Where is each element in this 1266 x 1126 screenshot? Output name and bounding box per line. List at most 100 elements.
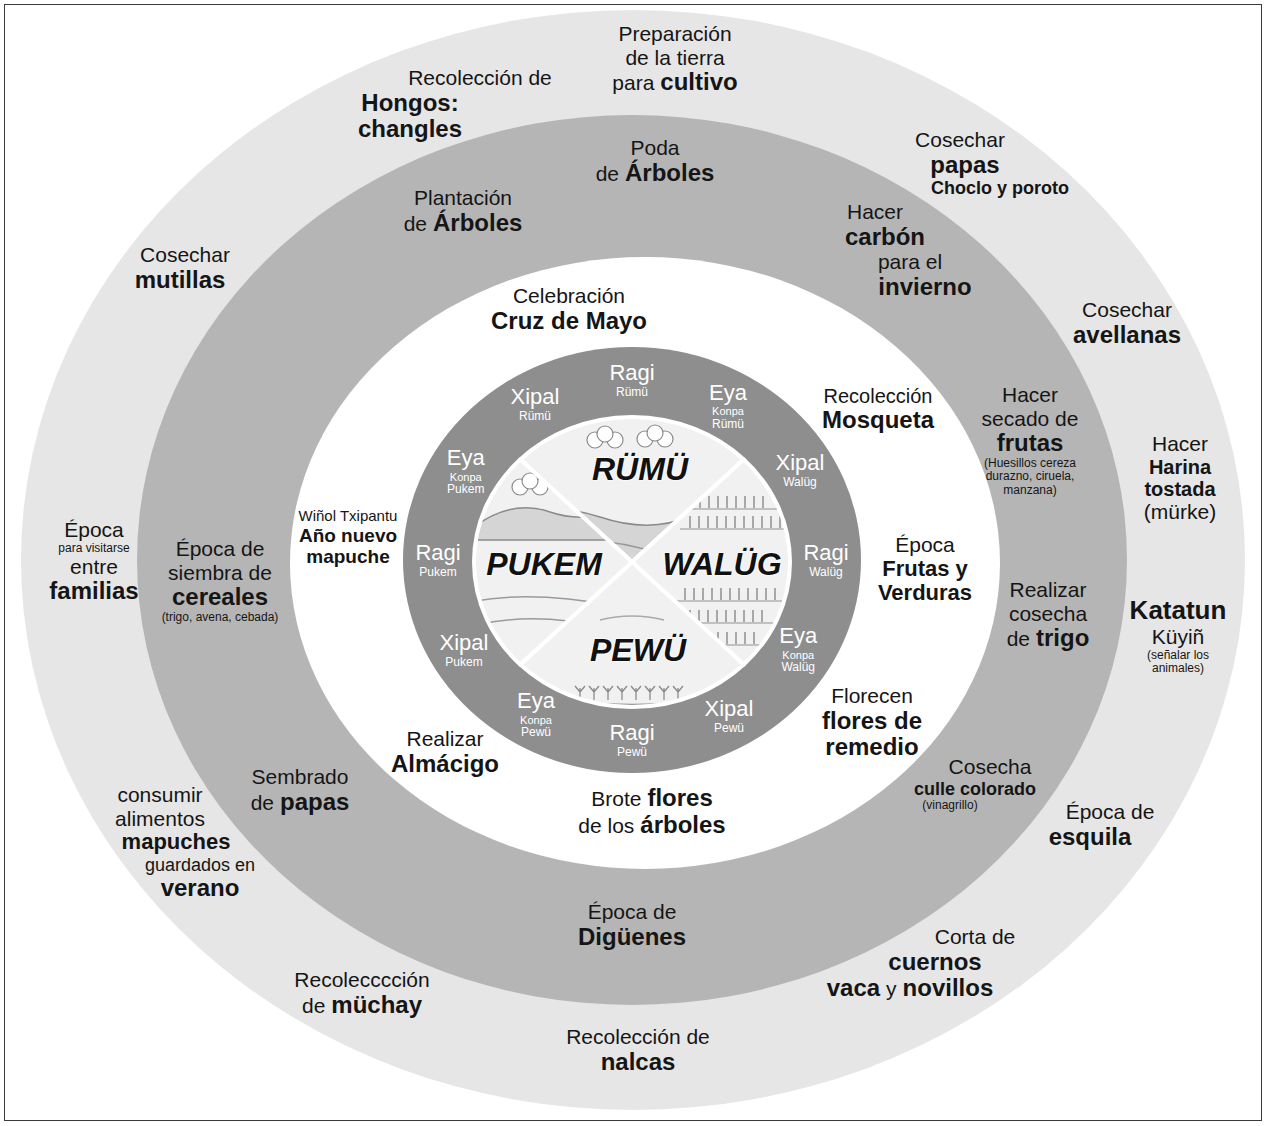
label-row: frutas [997, 430, 1064, 457]
label-row: Xipal [776, 451, 825, 476]
label-row: Walüg [781, 661, 815, 674]
label-row: Eya [517, 689, 555, 714]
activity-label: Harina tostada [1130, 456, 1230, 501]
activity-label: esquila [1049, 824, 1132, 851]
activity-label: para visitarse [58, 542, 129, 555]
label-group: RagiWalüg [803, 541, 848, 579]
activity-label: familias [49, 578, 138, 605]
activity-label: Cosechar [915, 128, 1005, 152]
label-group: Cosechaculle colorado(vinagrillo) [914, 755, 1036, 812]
month-label: Pewü [521, 726, 551, 739]
activity-label: Árboles [433, 210, 522, 237]
label-row: Época [64, 518, 124, 542]
label-row: Hacer [1152, 432, 1208, 456]
label-row: Corta de [935, 925, 1016, 949]
label-row: Celebración [513, 284, 625, 308]
label-group: EyaKonpaPewü [517, 689, 555, 739]
month-label: Walüg [781, 661, 815, 674]
month-label: Eya [779, 624, 817, 649]
label-group: Época deDigüenes [578, 900, 686, 950]
activity-label: de [251, 791, 274, 815]
activity-label: avellanas [1073, 322, 1181, 349]
label-row: Hongos: changles [350, 90, 470, 144]
label-group: Recolección deHongos: changles [378, 66, 522, 143]
label-row: Ragi [803, 541, 848, 566]
month-label: Xipal [776, 451, 825, 476]
month-label: Xipal [705, 697, 754, 722]
activity-label: vaca [827, 975, 880, 1002]
label-group: RealizarAlmácigo [391, 727, 499, 777]
label-row: Ragi [609, 361, 654, 386]
label-row: Walüg [783, 476, 817, 489]
label-row: carbón [845, 224, 925, 251]
label-row: Pewü [617, 746, 647, 759]
activity-label: cuernos [888, 949, 981, 976]
activity-label: (señalar los animales) [1133, 649, 1223, 676]
label-row: Digüenes [578, 924, 686, 951]
label-row: Recolección [824, 385, 933, 407]
label-row: Hacer secado de [973, 383, 1088, 430]
activity-label: de [302, 994, 325, 1018]
label-row: consumir alimentos [100, 783, 220, 830]
season-name: PEWÜ [590, 633, 686, 669]
label-row: Rümü [519, 410, 551, 423]
label-row: familias [49, 578, 138, 605]
label-row: entre [70, 555, 118, 579]
label-row: paracultivo [612, 69, 737, 96]
label-row: mutillas [135, 267, 226, 294]
label-row: Cosechar [1082, 298, 1172, 322]
label-group: Hacer secado defrutas(Huesillos cereza d… [973, 383, 1088, 497]
month-label: Walüg [809, 566, 843, 579]
label-row: Realizar cosecha [993, 578, 1103, 625]
label-group: Hacercarbónpara elinvierno [858, 200, 951, 301]
activity-label: Hacer [847, 200, 903, 224]
label-group: PodadeÁrboles [596, 136, 715, 186]
label-group: Preparación de la tierraparacultivo [608, 22, 743, 96]
activity-label: Realizar [406, 727, 483, 751]
label-group: RagiPewü [609, 721, 654, 759]
activity-label: Preparación de la tierra [608, 22, 743, 69]
label-group: PEWÜ [590, 633, 686, 669]
label-row: Küyiñ [1152, 625, 1205, 649]
label-row: mapuches [122, 830, 231, 855]
label-row: Año nuevo mapuche [293, 525, 403, 568]
season-sector: RÜMÜ [520, 417, 744, 562]
month-label: Konpa [782, 648, 814, 660]
activity-label: (trigo, avena, cebada) [162, 611, 279, 624]
label-group: Wiñol TxipantuAño nuevo mapuche [293, 508, 403, 567]
activity-label: de [1007, 627, 1030, 651]
label-row: Ragi [609, 721, 654, 746]
label-row: PEWÜ [590, 633, 686, 669]
activity-label: invierno [878, 274, 971, 301]
season-sector: PEWÜ [520, 562, 744, 707]
label-group: XipalPukem [440, 631, 489, 669]
label-row: flores de remedio [817, 708, 927, 762]
label-row: Harina tostada [1130, 456, 1230, 501]
label-row: PUKEM [486, 547, 602, 583]
label-group: EyaKonpaRümü [709, 381, 747, 431]
activity-label: y [886, 977, 897, 1001]
label-group: ÉpocaFrutas y Verduras [875, 533, 975, 606]
activity-label: papas [280, 789, 349, 816]
activity-label: novillos [903, 975, 994, 1002]
month-ring: RÜMÜWALÜGPEWÜPUKEMRagiRümüEyaKonpaRümüXi… [403, 347, 861, 773]
activity-label: Cosecha [949, 755, 1032, 779]
month-label: Pewü [714, 721, 744, 734]
label-row: Recolección de [566, 1025, 710, 1049]
label-row: para visitarse [58, 542, 129, 555]
label-group: KatatunKüyiñ(señalar los animales) [1130, 596, 1227, 676]
activity-label: de [596, 162, 619, 186]
month-label: Konpa [450, 470, 482, 482]
month-label: Ragi [609, 721, 654, 746]
activity-label: Almácigo [391, 751, 499, 778]
label-row: de losárboles [578, 812, 725, 839]
activity-label: Árboles [625, 160, 714, 187]
month-label: Eya [517, 689, 555, 714]
label-row: avellanas [1073, 322, 1181, 349]
activity-label: Plantación [414, 186, 512, 210]
label-group: Realizar cosechadetrigo [993, 578, 1103, 652]
label-row: Xipal [705, 697, 754, 722]
label-row: (vinagrillo) [922, 799, 977, 812]
label-row: (señalar los animales) [1133, 649, 1223, 676]
label-row: para el [878, 250, 942, 274]
